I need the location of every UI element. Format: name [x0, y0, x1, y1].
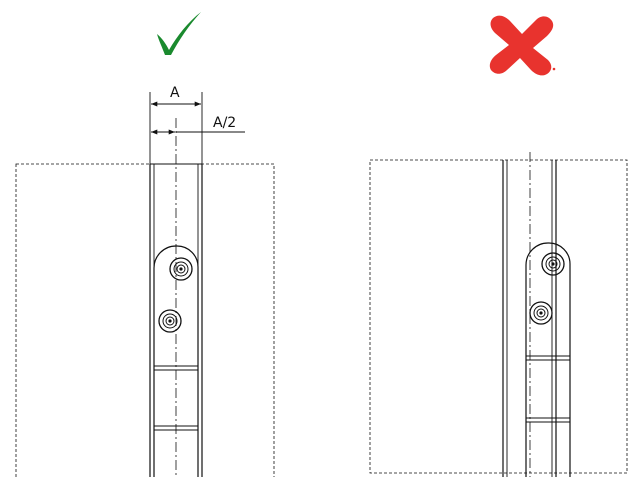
hinge-leaf — [153, 245, 199, 477]
screw-icon — [541, 252, 565, 276]
door-outline — [369, 159, 628, 474]
dimension-a-half-label: A/2 — [213, 115, 236, 131]
dimension-a-label: A — [170, 85, 180, 101]
cross-mark-icon — [489, 15, 556, 76]
hinge-leaf — [525, 242, 571, 477]
dimension-a: A — [149, 85, 203, 164]
screw-icon — [158, 309, 182, 333]
check-mark-icon — [157, 12, 201, 55]
screw-icon — [529, 301, 553, 325]
door-outline — [15, 163, 275, 477]
correct-panel: A A/2 — [15, 12, 275, 477]
incorrect-panel — [369, 15, 628, 477]
dimension-a-half: A/2 — [151, 115, 245, 135]
screw-icon — [169, 257, 193, 281]
